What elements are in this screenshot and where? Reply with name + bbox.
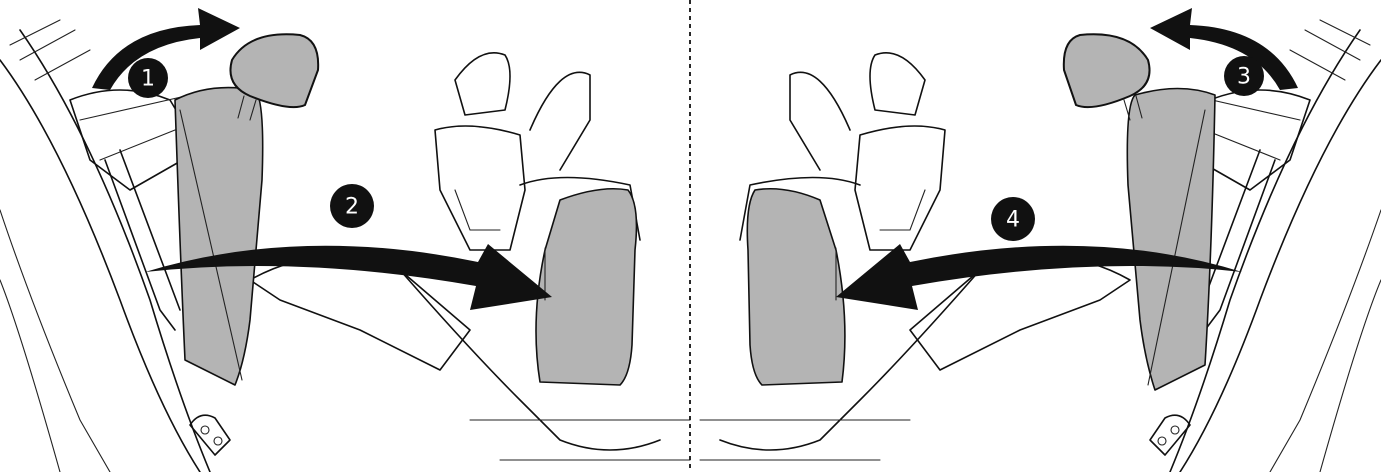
step-badge-2-label: 2 [345, 195, 359, 220]
seat-back-right [1127, 89, 1215, 391]
step-badge-4: 4 [991, 197, 1035, 241]
step-badge-2: 2 [330, 184, 374, 228]
step-badge-3: 3 [1224, 56, 1264, 96]
right-panel [700, 8, 1381, 472]
arrow-step-3 [1150, 8, 1298, 90]
step-badge-3-label: 3 [1237, 65, 1251, 90]
seat-back-left [175, 88, 263, 385]
step-badge-1: 1 [128, 58, 168, 98]
step-badge-1-label: 1 [141, 67, 155, 92]
left-panel [0, 8, 690, 472]
seat-cover-right [747, 189, 845, 385]
seat-cover-left [536, 189, 636, 385]
step-badge-4-label: 4 [1006, 208, 1020, 233]
